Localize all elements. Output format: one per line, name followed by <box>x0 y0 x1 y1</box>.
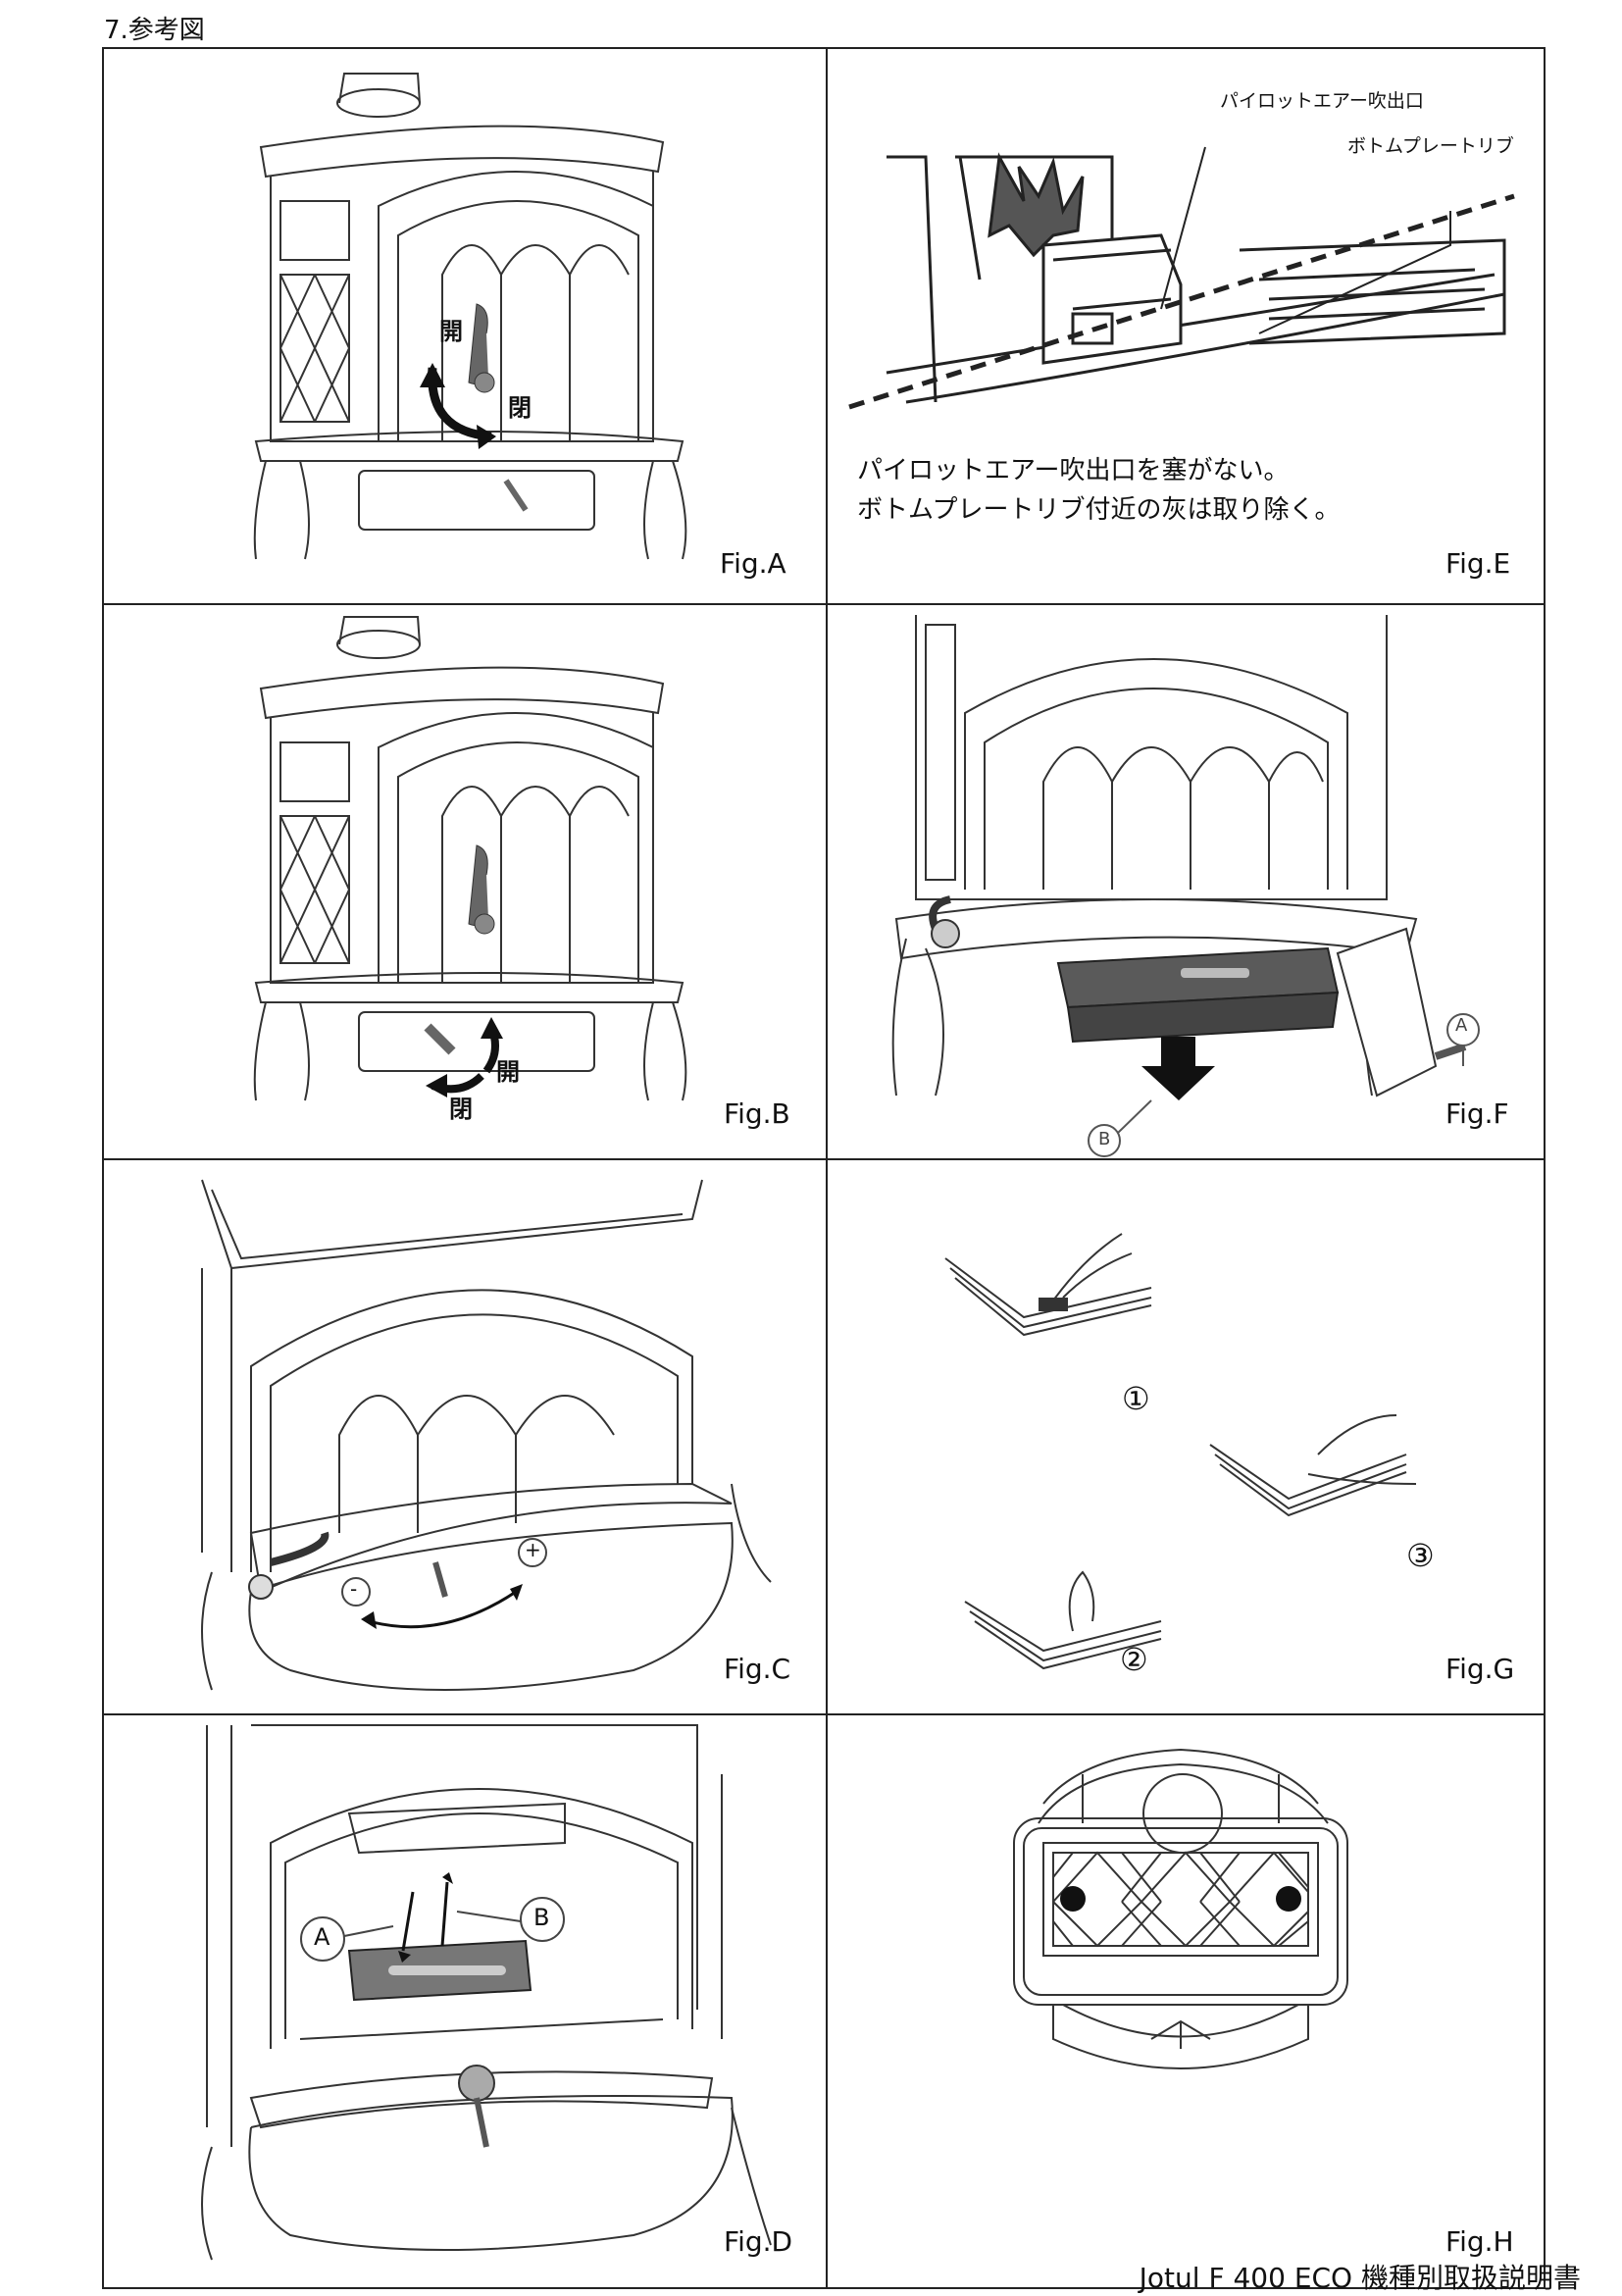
figure-d-label: Fig.D <box>724 2225 793 2258</box>
marker-b: B <box>533 1904 550 1931</box>
marker-b: B <box>1098 1129 1111 1149</box>
figure-c-cell: - + Fig.C <box>104 1160 826 1713</box>
figure-f-cell: A B Fig.F <box>828 605 1547 1158</box>
marker-a: A <box>314 1923 330 1951</box>
note-line-1: パイロットエアー吹出口を塞がない。 <box>857 456 1290 485</box>
figure-f-label: Fig.F <box>1445 1097 1509 1130</box>
step-3-number: ③ <box>1406 1537 1435 1574</box>
grid-divider-row-3 <box>104 1713 1544 1715</box>
marker-a: A <box>1455 1015 1468 1036</box>
figure-grid: 開 閉 Fig.A パイロットエアー吹出口 <box>102 47 1546 2289</box>
stove-ash-handle-illustration <box>253 616 687 1101</box>
figure-b-cell: 開 閉 Fig.B <box>104 605 826 1158</box>
open-label: 開 <box>496 1058 520 1086</box>
figure-c-label: Fig.C <box>724 1653 791 1685</box>
grid-divider-vertical <box>826 49 828 2287</box>
figure-h-cell: Fig.H <box>828 1715 1547 2289</box>
close-label: 閉 <box>449 1096 473 1123</box>
plus-marker: + <box>525 1538 541 1561</box>
figure-e-cell: パイロットエアー吹出口 ボトムプレートリブ パイロットエアー吹出口を塞がない。 … <box>828 49 1547 603</box>
close-label: 閉 <box>508 394 532 422</box>
pilot-air-outlet-illustration <box>848 146 1515 410</box>
door-gasket-steps-illustration <box>944 1233 1417 1670</box>
figure-a-label: Fig.A <box>720 547 786 580</box>
figure-b-label: Fig.B <box>724 1097 790 1130</box>
grid-divider-row-1 <box>104 603 1544 605</box>
document-footer: Jotul F 400 ECO 機種別取扱説明書 <box>1139 2262 1581 2294</box>
figure-a-cell: 開 閉 Fig.A <box>104 49 826 603</box>
pilot-air-outlet-callout: パイロットエアー吹出口 <box>1220 90 1424 112</box>
page-heading: 7.参考図 <box>104 16 205 45</box>
figure-h-label: Fig.H <box>1445 2225 1514 2258</box>
open-label: 開 <box>439 318 463 345</box>
ash-pan-removal-illustration <box>891 615 1480 1157</box>
bottom-plate-rib-callout: ボトムプレートリブ <box>1347 135 1514 157</box>
stove-door-handle-illustration <box>253 73 687 560</box>
figure-g-cell: ① ② ③ Fig.G <box>828 1160 1547 1713</box>
step-2-number: ② <box>1120 1641 1148 1678</box>
baffle-plate-illustration <box>201 1724 772 2261</box>
figure-e-label: Fig.E <box>1445 547 1511 580</box>
step-1-number: ① <box>1122 1380 1150 1417</box>
stove-top-view-illustration <box>1013 1748 1348 2069</box>
note-line-2: ボトムプレートリブ付近の灰は取り除く。 <box>857 495 1341 525</box>
air-control-lever-illustration <box>201 1179 772 1691</box>
figure-g-label: Fig.G <box>1445 1653 1515 1685</box>
minus-marker: - <box>350 1577 358 1601</box>
figure-d-cell: A B Fig.D <box>104 1715 826 2289</box>
grid-divider-row-2 <box>104 1158 1544 1160</box>
